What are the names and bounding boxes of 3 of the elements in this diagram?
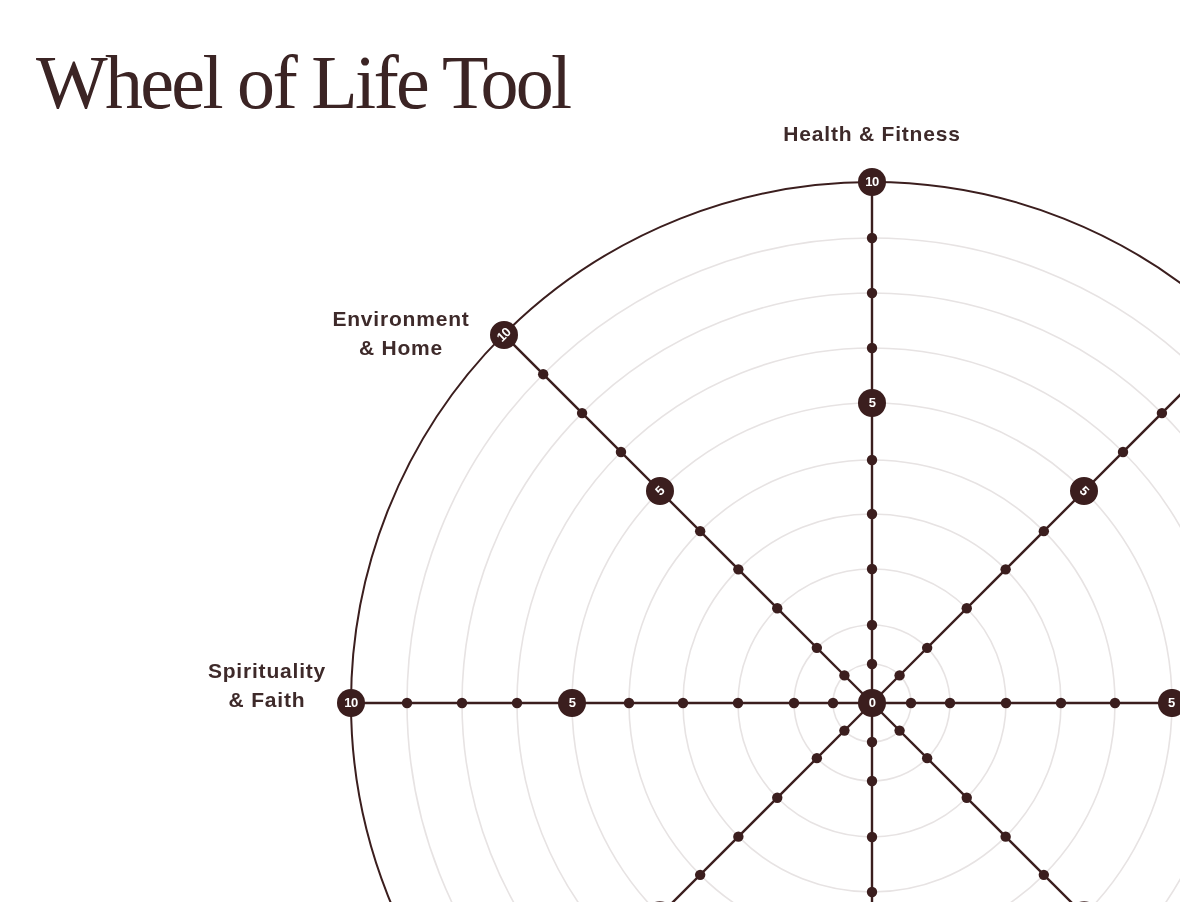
category-label: Health & Fitness [782,121,962,147]
title: Wheel of Life Tool [36,44,570,120]
category-label: Spirituality & Faith [206,658,328,713]
